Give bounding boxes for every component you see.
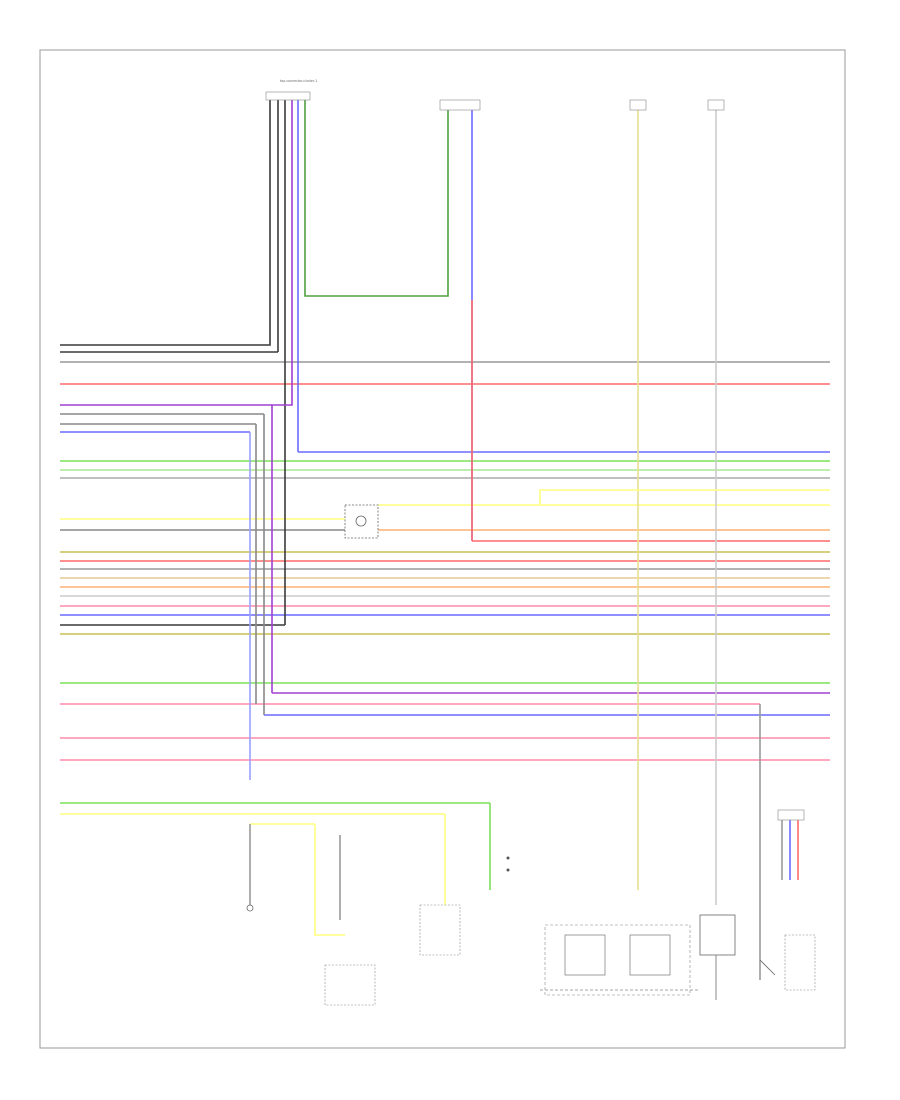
legend-dot-1 (506, 856, 510, 860)
diagram-frame (39, 49, 846, 1049)
bottom-module-4 (699, 914, 736, 1000)
bottom-module-1 (246, 904, 376, 1006)
bottom-module-3 (540, 924, 700, 996)
vertical-wires (60, 100, 830, 980)
wire-v-01 (60, 100, 271, 346)
mid-switch-block (344, 504, 379, 539)
top-connector-cluster-2 (439, 99, 481, 111)
horizontal-wires (60, 351, 830, 825)
legend-dot-2 (506, 868, 510, 872)
wire-v-04 (271, 100, 293, 693)
top-connector-4 (707, 99, 725, 111)
top-connector-3 (629, 99, 647, 111)
wire-v-14 (539, 489, 830, 505)
svg-text:top-connector-cluster-1: top-connector-cluster-1 (280, 79, 317, 83)
bottom-right-connector (777, 809, 805, 821)
wire-v-17 (314, 824, 345, 936)
bottom-module-2 (419, 904, 461, 956)
bottom-relay (759, 934, 816, 991)
legend (506, 856, 510, 872)
top-connector-cluster-1: top-connector-cluster-1 (265, 79, 317, 101)
wire-v-06 (304, 100, 449, 297)
